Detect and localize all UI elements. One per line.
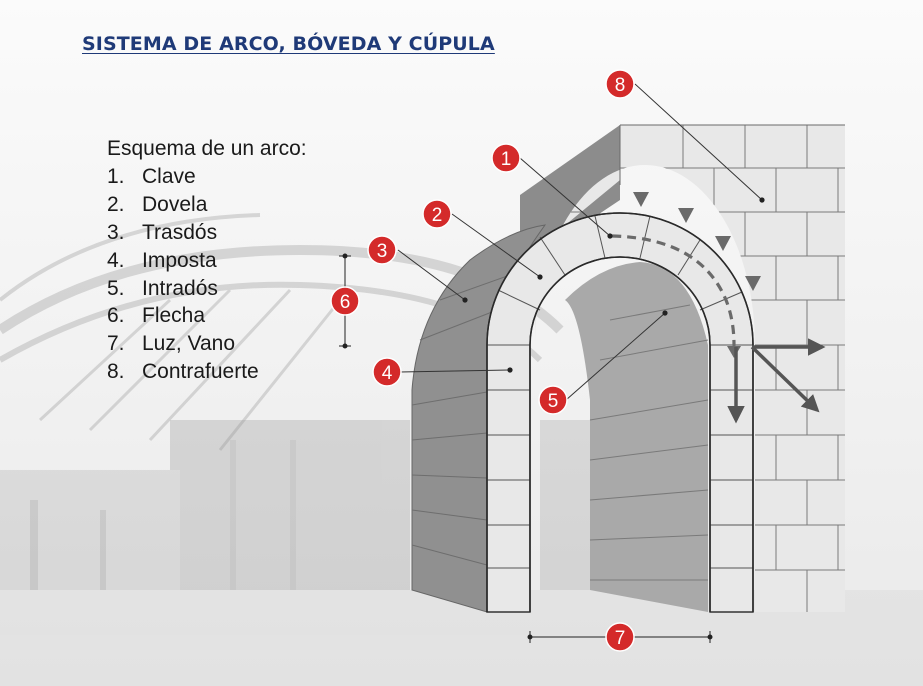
marker-label: 6	[340, 292, 351, 313]
marker-7: 7	[605, 622, 635, 652]
legend-label: Flecha	[142, 304, 206, 328]
thrust-line	[611, 234, 736, 346]
legend-label: Dovela	[142, 192, 208, 216]
marker-3: 3	[367, 235, 397, 265]
legend-label: Intradós	[142, 276, 218, 300]
marker-label: 5	[548, 391, 559, 412]
legend-number: 3.	[107, 220, 125, 244]
legend-heading: Esquema de un arco:	[107, 137, 307, 160]
marker-label: 1	[501, 149, 512, 170]
leader-lines	[397, 83, 763, 401]
marker-label: 2	[432, 205, 443, 226]
marker-4: 4	[372, 357, 402, 387]
marker-2: 2	[422, 199, 452, 229]
marker-8: 8	[605, 69, 635, 99]
legend-item-intrados: 5. Intradós	[107, 275, 307, 303]
legend-number: 7.	[107, 332, 125, 356]
legend-label: Trasdós	[142, 220, 218, 244]
buttress-side	[520, 125, 620, 262]
legend-label: Clave	[142, 164, 196, 188]
marker-5: 5	[538, 385, 568, 415]
marker-label: 8	[615, 75, 626, 96]
marker-label: 4	[382, 363, 393, 384]
marker-label: 7	[615, 628, 626, 649]
legend-label: Luz, Vano	[142, 332, 236, 356]
legend-number: 6.	[107, 304, 125, 328]
legend-number: 4.	[107, 248, 125, 272]
legend-item-dovela: 2. Dovela	[107, 191, 307, 219]
legend-item-luz-vano: 7. Luz, Vano	[107, 330, 307, 358]
legend-list: 1. Clave 2. Dovela 3. Trasdós 4. Imposta 5. I…	[107, 163, 307, 386]
legend-item-imposta: 4. Imposta	[107, 247, 307, 275]
marker-1: 1	[491, 143, 521, 173]
load-arrows	[633, 192, 761, 291]
force-arrows	[727, 338, 826, 424]
marker-6: 6	[330, 286, 360, 316]
legend-label: Imposta	[142, 248, 217, 272]
intrados-face	[565, 262, 708, 612]
legend-number: 8.	[107, 360, 125, 384]
legend-item-contrafuerte: 8. Contrafuerte	[107, 358, 307, 386]
legend-number: 1.	[107, 164, 125, 188]
legend-number: 2.	[107, 192, 125, 216]
legend-item-clave: 1. Clave	[107, 163, 307, 191]
legend-label: Contrafuerte	[142, 360, 259, 384]
legend-item-trasdos: 3. Trasdós	[107, 219, 307, 247]
arch-legend: Esquema de un arco: 1. Clave 2. Dovela 3. T…	[107, 135, 307, 386]
marker-label: 3	[377, 241, 388, 262]
slide-title: SISTEMA DE ARCO, BÓVEDA Y CÚPULA	[82, 33, 495, 55]
legend-item-flecha: 6. Flecha	[107, 302, 307, 330]
legend-number: 5.	[107, 276, 125, 300]
